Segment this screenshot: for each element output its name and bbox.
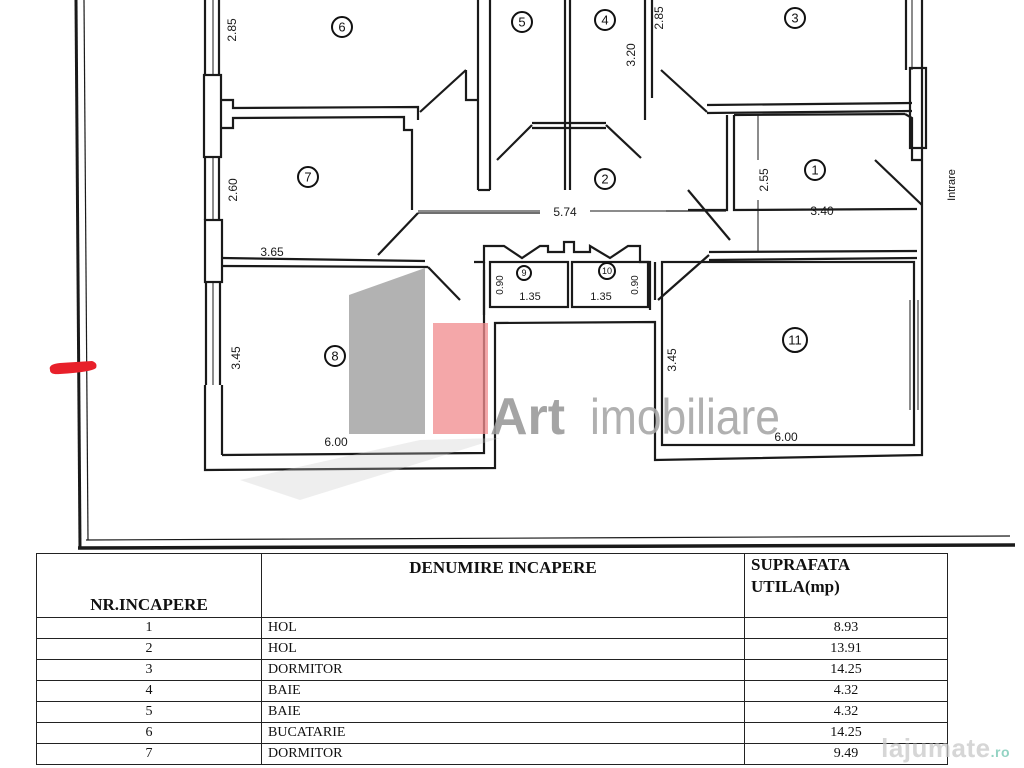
dim-room9-height: 0.90	[495, 275, 506, 295]
cell-area: 4.32	[744, 680, 948, 702]
dim-room9-width: 1.35	[519, 291, 540, 303]
cell-name: HOL	[261, 638, 745, 660]
watermark-gray-block	[349, 268, 425, 434]
room-area-table: NR.INCAPERE DENUMIRE INCAPERE SUPRAFATA …	[36, 553, 948, 765]
table-row: 6 BUCATARIE 14.25	[36, 722, 948, 744]
dim-room6-height: 2.85	[225, 18, 239, 42]
cell-name: BAIE	[261, 680, 745, 702]
table-row: 7 DORMITOR 9.49	[36, 743, 948, 765]
watermark-brand-bold: Art	[490, 388, 565, 446]
cell-nr: 6	[36, 722, 262, 744]
dim-room8-height: 3.45	[229, 346, 243, 370]
room-label-11: 11	[788, 333, 802, 348]
room-label-1: 1	[811, 163, 818, 178]
watermark-red-block	[433, 323, 488, 434]
room-label-4: 4	[601, 13, 608, 28]
dim-room1-height: 2.55	[757, 168, 771, 192]
table-row: 2 HOL 13.91	[36, 638, 948, 660]
cell-nr: 4	[36, 680, 262, 702]
header-room-name: DENUMIRE INCAPERE	[261, 553, 745, 618]
dim-room8-width: 6.00	[324, 435, 348, 449]
dim-room7-width: 3.65	[260, 245, 284, 259]
cell-nr: 2	[36, 638, 262, 660]
header-usable-area: SUPRAFATA UTILA(mp)	[744, 553, 948, 618]
cell-name: BUCATARIE	[261, 722, 745, 744]
table-row: 5 BAIE 4.32	[36, 701, 948, 723]
dim-hall-width: 5.74	[553, 205, 577, 219]
brand-watermark: Art imobiliare	[240, 268, 780, 500]
room-label-9: 9	[521, 268, 526, 278]
site-watermark-tld: .ro	[990, 744, 1010, 760]
header-room-number: NR.INCAPERE	[36, 553, 262, 618]
table-row: 1 HOL 8.93	[36, 617, 948, 639]
site-watermark: lajumate.ro	[881, 733, 1010, 764]
cell-nr: 3	[36, 659, 262, 681]
table-row: 4 BAIE 4.32	[36, 680, 948, 702]
header-area-line1: SUPRAFATA	[751, 555, 851, 574]
table-row: 3 DORMITOR 14.25	[36, 659, 948, 681]
entrance-label: Intrare	[946, 169, 958, 201]
room-label-7: 7	[304, 170, 311, 185]
cell-area: 8.93	[744, 617, 948, 639]
cell-nr: 5	[36, 701, 262, 723]
cell-area: 9.49	[744, 743, 948, 765]
dim-room10-height: 0.90	[630, 275, 641, 295]
dim-room4-height: 3.20	[624, 43, 638, 67]
header-area-line2: UTILA(mp)	[751, 577, 840, 596]
site-watermark-name: lajumate	[881, 733, 991, 763]
dim-room10-width: 1.35	[590, 291, 611, 303]
dim-room1-width: 3.40	[810, 204, 834, 218]
cell-name: DORMITOR	[261, 743, 745, 765]
room-label-2: 2	[601, 172, 608, 187]
room-label-3: 3	[791, 11, 798, 26]
dim-room11-height: 3.45	[665, 348, 679, 372]
dim-room7-height: 2.60	[226, 178, 240, 202]
dim-room11-width: 6.00	[774, 430, 798, 444]
cell-nr: 7	[36, 743, 262, 765]
cell-name: BAIE	[261, 701, 745, 723]
room-label-10: 10	[602, 266, 612, 276]
cell-area: 4.32	[744, 701, 948, 723]
cell-name: HOL	[261, 617, 745, 639]
room-label-6: 6	[338, 20, 345, 35]
cell-nr: 1	[36, 617, 262, 639]
watermark-brand-light: imobiliare	[590, 389, 780, 445]
cell-area: 13.91	[744, 638, 948, 660]
cell-area: 14.25	[744, 659, 948, 681]
room-label-5: 5	[518, 15, 525, 30]
cell-name: DORMITOR	[261, 659, 745, 681]
room-label-8: 8	[331, 349, 338, 364]
red-marker	[49, 361, 97, 375]
dim-room4-width: 2.85	[652, 6, 666, 30]
